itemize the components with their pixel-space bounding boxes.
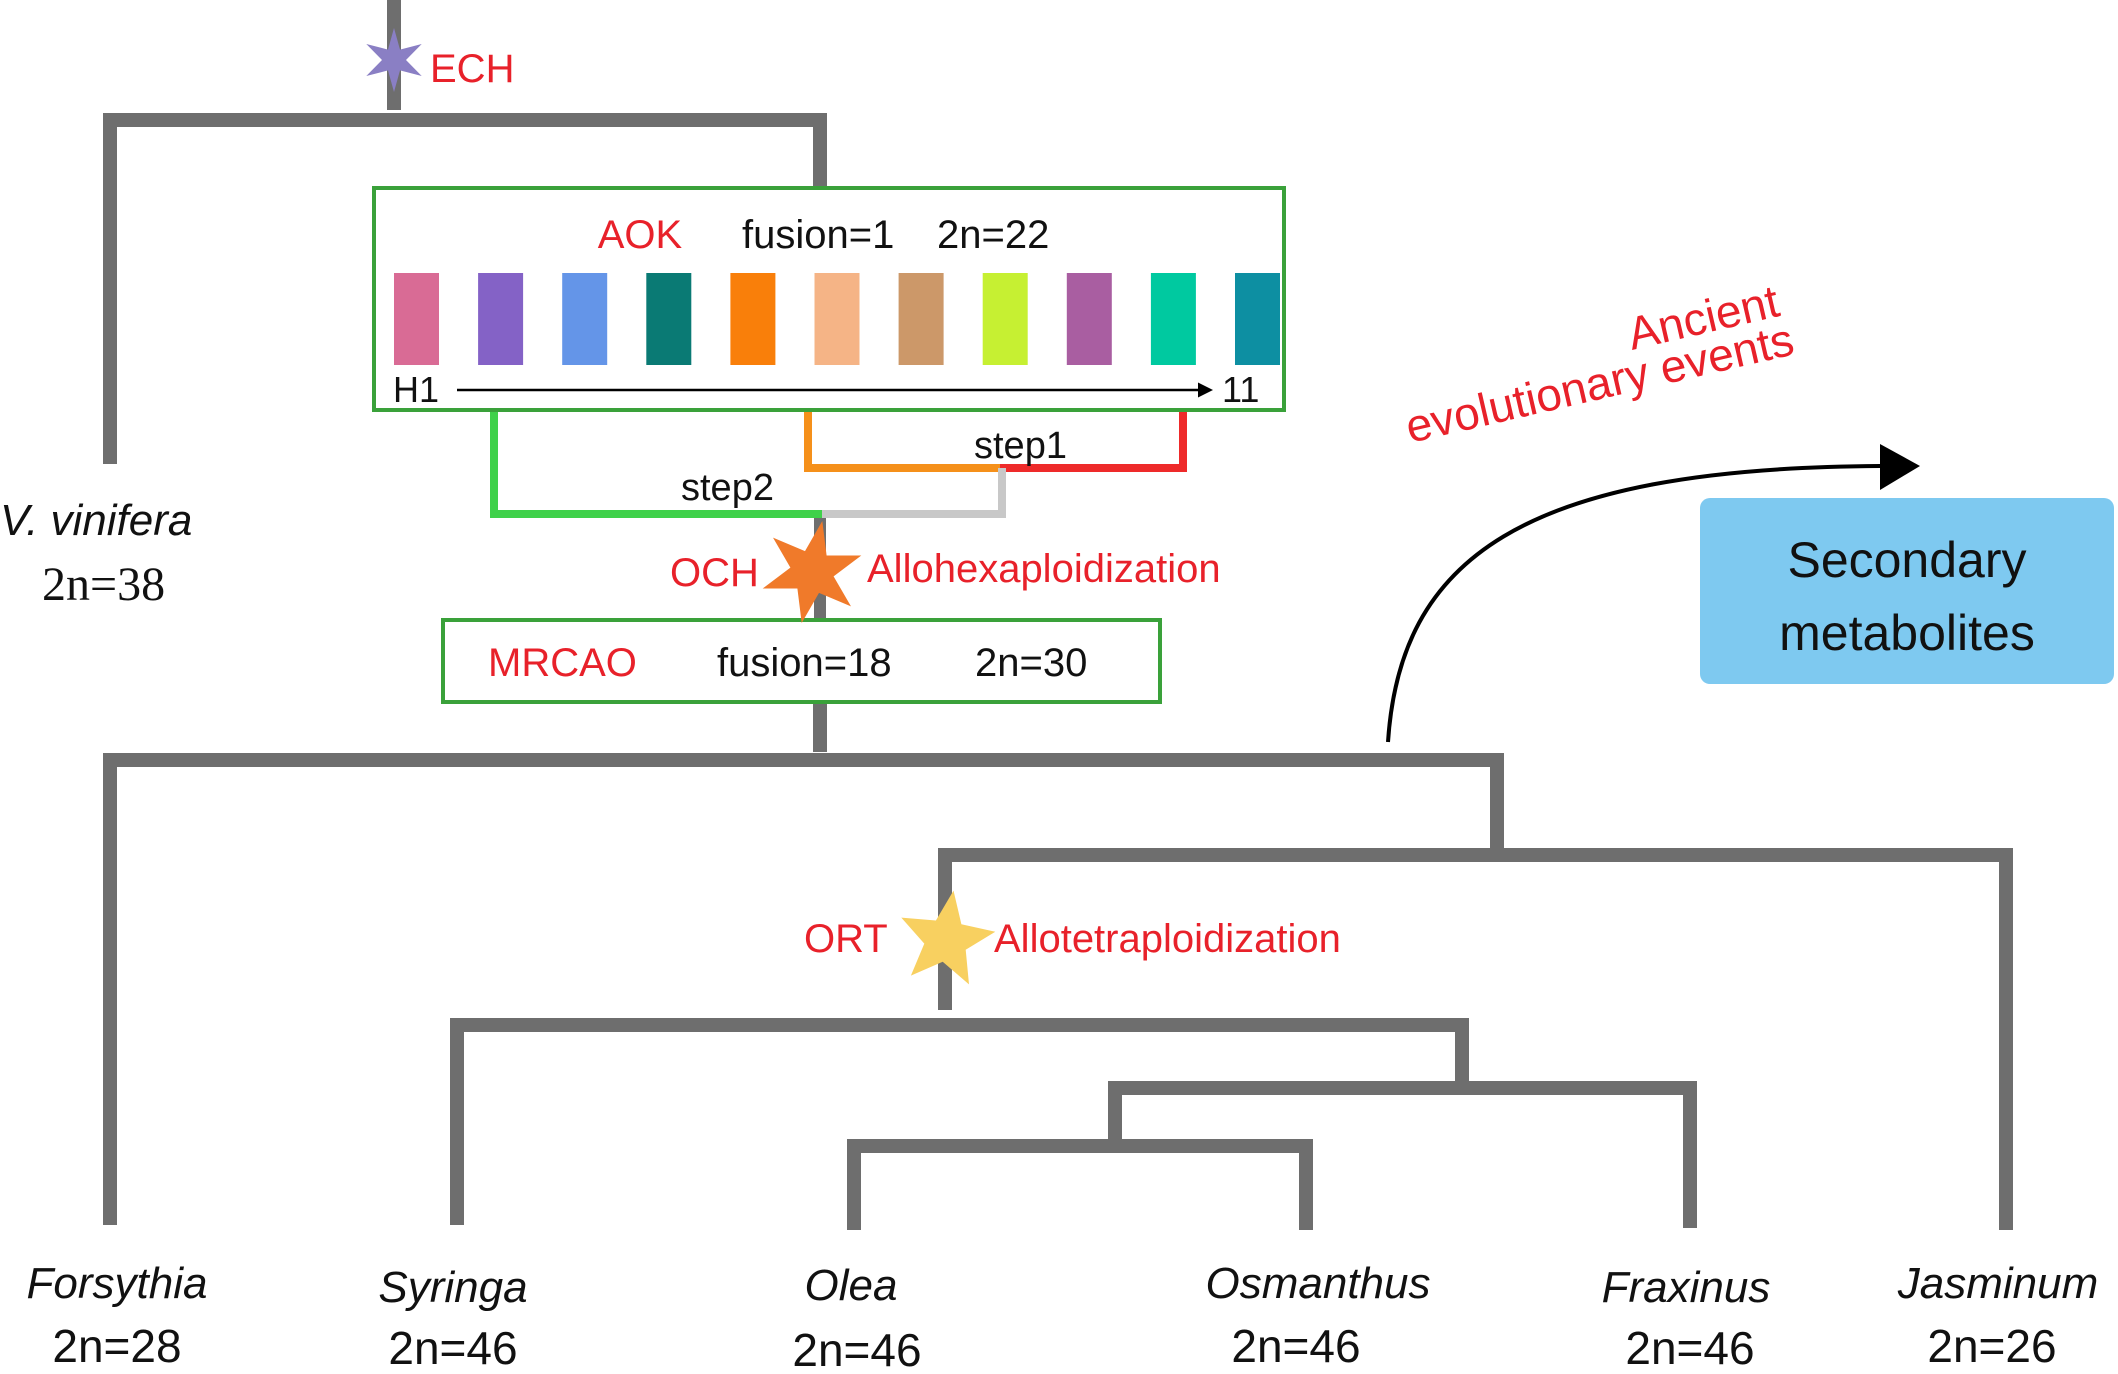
metabolites-line2: metabolites xyxy=(1779,605,2035,661)
chromosome-block-11 xyxy=(1235,273,1280,365)
aok-start-label: H1 xyxy=(393,369,439,410)
step2-label: step2 xyxy=(681,467,774,509)
taxon-chrom-olea: 2n=46 xyxy=(792,1324,921,1374)
ort-label: ORT xyxy=(804,917,888,961)
step1-red-line xyxy=(1000,412,1187,472)
taxon-name-olea: Olea xyxy=(805,1261,898,1310)
olea-osmanthus-branch xyxy=(847,1139,1313,1230)
och-star-icon xyxy=(762,521,862,623)
chromosome-block-5 xyxy=(730,273,776,365)
taxon-name-forsythia: Forsythia xyxy=(27,1259,208,1308)
taxon-name-osmanthus: Osmanthus xyxy=(1206,1259,1431,1308)
chromosome-block-9 xyxy=(1066,273,1112,365)
mrcao-fusion-label: fusion=18 xyxy=(717,641,892,685)
taxon-name-syringa: Syringa xyxy=(378,1263,527,1312)
aok-end-label: 11 xyxy=(1222,369,1259,410)
annotation-line2: evolutionary events xyxy=(1401,313,1799,453)
ort-description: Allotetraploidization xyxy=(994,917,1341,961)
arrow-head-icon xyxy=(1880,444,1920,490)
taxon-chrom-fraxinus: 2n=46 xyxy=(1625,1322,1754,1374)
mrcao-box xyxy=(441,618,1162,704)
chromosome-block-6 xyxy=(814,273,860,365)
step2-green-line xyxy=(490,412,826,518)
aok-chromosome-number: 2n=22 xyxy=(937,213,1049,257)
taxon-chrom-syringa: 2n=46 xyxy=(388,1322,517,1374)
step2-gray-line xyxy=(822,468,1006,518)
aok-fusion-label: fusion=1 xyxy=(742,213,894,257)
syringa-split-branch xyxy=(450,1018,1469,1225)
och-description: Allohexaploidization xyxy=(867,547,1221,591)
chromosome-block-3 xyxy=(562,273,608,365)
aok-label: AOK xyxy=(598,213,683,257)
top-split-branch xyxy=(103,113,827,464)
chromosome-block-4 xyxy=(646,273,692,365)
ech-label: ECH xyxy=(430,47,514,91)
chromosome-block-1 xyxy=(394,273,439,365)
outgroup-name: V. vinifera xyxy=(0,496,192,545)
taxon-chrom-osmanthus: 2n=46 xyxy=(1231,1320,1360,1372)
ech-star-icon xyxy=(366,28,422,92)
och-label: OCH xyxy=(670,551,759,595)
mrcao-chromosome-number: 2n=30 xyxy=(975,641,1087,685)
fraxinus-split-branch xyxy=(1108,1081,1697,1228)
secondary-metabolites-box xyxy=(1700,498,2114,684)
chromosome-block-2 xyxy=(478,273,524,365)
mrcao-label: MRCAO xyxy=(488,641,637,685)
taxon-name-jasminum: Jasminum xyxy=(1897,1259,2099,1308)
outgroup-chromosome-number: 2n=38 xyxy=(42,558,165,611)
aok-chromosome-set xyxy=(394,273,1280,365)
jasminum-split-branch xyxy=(938,848,2013,1230)
events-to-metabolites-arrow xyxy=(1386,464,1881,743)
chromosome-block-8 xyxy=(982,273,1028,365)
oleaceae-split-branch xyxy=(103,753,1504,1225)
chromosome-block-10 xyxy=(1150,273,1196,365)
step1-label: step1 xyxy=(974,425,1067,467)
metabolites-line1: Secondary xyxy=(1787,532,2026,588)
step1-orange-line xyxy=(804,412,1004,472)
taxon-chrom-forsythia: 2n=28 xyxy=(52,1320,181,1372)
chromosome-block-7 xyxy=(898,273,944,365)
taxon-chrom-jasminum: 2n=26 xyxy=(1927,1320,2056,1372)
taxon-name-fraxinus: Fraxinus xyxy=(1602,1263,1771,1312)
ort-star-icon xyxy=(901,890,996,985)
